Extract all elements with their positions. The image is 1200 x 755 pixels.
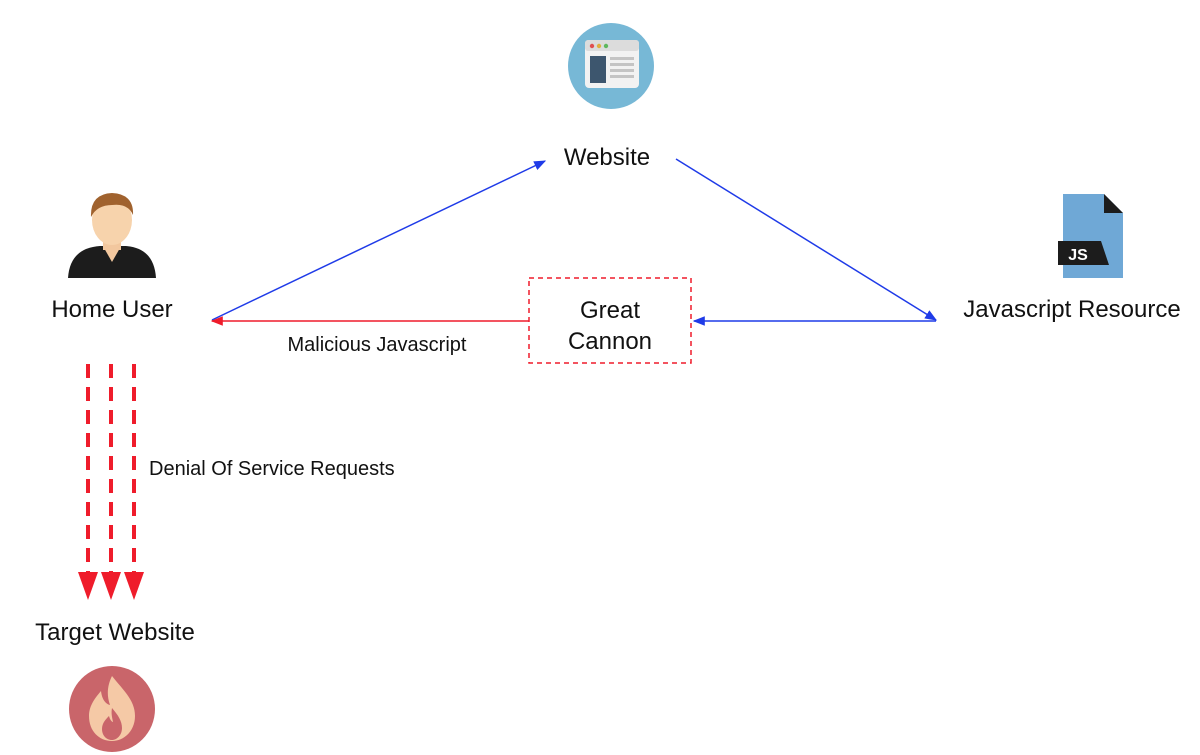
great-cannon-label-line2: Cannon: [568, 328, 652, 355]
great-cannon-node: Great Cannon: [528, 277, 692, 364]
dos-arrowhead: [124, 572, 144, 600]
fire-icon: [69, 666, 155, 752]
dos-arrowhead: [78, 572, 98, 600]
great-cannon-label-line1: Great: [580, 297, 640, 324]
home-user-label: Home User: [51, 296, 172, 323]
javascript-resource-label: Javascript Resource: [963, 296, 1180, 323]
denial-of-service-label: Denial Of Service Requests: [149, 458, 395, 480]
denial-of-service-arrows: [78, 364, 144, 600]
user-avatar-icon: [68, 193, 156, 278]
js-file-icon: JS: [1058, 194, 1123, 278]
dos-arrowhead: [101, 572, 121, 600]
arrow-website-to-javascript-resource: [675, 158, 938, 321]
js-file-badge: JS: [1068, 247, 1088, 264]
arrow-home-user-to-website: [211, 160, 547, 321]
browser-window-icon: [568, 23, 654, 109]
malicious-javascript-label: Malicious Javascript: [288, 334, 467, 356]
website-label: Website: [564, 144, 650, 171]
great-cannon-box: [528, 277, 692, 364]
target-website-label: Target Website: [35, 619, 195, 646]
